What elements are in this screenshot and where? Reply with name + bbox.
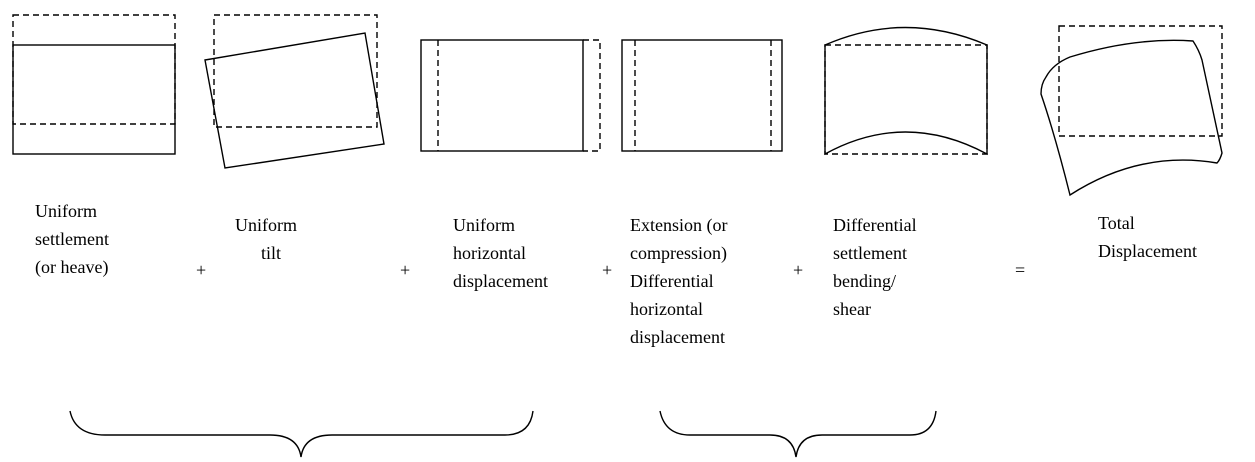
brace-rigid-body (69, 410, 534, 458)
caption-extension-differential-horizontal: Extension (or compression) Differential … (630, 211, 727, 351)
caption-line: tilt (261, 243, 282, 263)
caption-line: compression) (630, 243, 727, 263)
caption-uniform-tilt: Uniform tilt (235, 211, 297, 267)
caption-line: Uniform (35, 201, 97, 221)
panel-total-displacement-shape (1040, 25, 1223, 197)
tilted-shape-outline (204, 32, 385, 169)
plus-operator: + (793, 260, 804, 280)
panel-extension-shape (621, 39, 783, 152)
caption-line: settlement (833, 243, 907, 263)
plus-operator: + (196, 260, 207, 280)
caption-line: Uniform (453, 215, 515, 235)
panel-uniform-tilt-shape (204, 14, 385, 169)
caption-line: bending/ (833, 271, 896, 291)
caption-line: shear (833, 299, 871, 319)
caption-line: Differential (630, 271, 714, 291)
plus-operator: + (602, 260, 613, 280)
equals-operator: = (1015, 260, 1026, 280)
caption-line: Uniform (235, 215, 297, 235)
original-shape-outline (1058, 25, 1223, 137)
caption-line: Differential (833, 215, 917, 235)
panel-uniform-settlement-shape (12, 14, 176, 155)
caption-total-displacement: Total Displacement (1098, 209, 1197, 265)
caption-line: horizontal (630, 299, 703, 319)
original-shape-outline (583, 39, 601, 152)
original-shape-outline (213, 14, 378, 128)
original-shape-outline (12, 14, 176, 125)
caption-line: Extension (or (630, 215, 728, 235)
total-displaced-shape-outline (1040, 39, 1223, 197)
caption-line: Total (1098, 213, 1135, 233)
plus-operator: + (400, 260, 411, 280)
caption-line: settlement (35, 229, 109, 249)
displaced-shape-outline (621, 39, 783, 152)
caption-uniform-settlement: Uniform settlement (or heave) (35, 197, 109, 281)
displaced-shape-outline (12, 44, 176, 155)
bent-shape-outline (824, 26, 988, 156)
caption-line: (or heave) (35, 257, 109, 277)
panel-uniform-horizontal-shape (420, 39, 601, 152)
caption-line: displacement (630, 327, 725, 347)
brace-distortion (659, 410, 937, 458)
displaced-shape-outline (420, 39, 584, 152)
caption-line: displacement (453, 271, 548, 291)
caption-uniform-horizontal-displacement: Uniform horizontal displacement (453, 211, 548, 295)
caption-line: Displacement (1098, 241, 1197, 261)
panel-differential-settlement-shape (824, 26, 988, 156)
caption-line: horizontal (453, 243, 526, 263)
caption-differential-settlement: Differential settlement bending/ shear (833, 211, 917, 323)
original-shape-outline (824, 44, 988, 155)
